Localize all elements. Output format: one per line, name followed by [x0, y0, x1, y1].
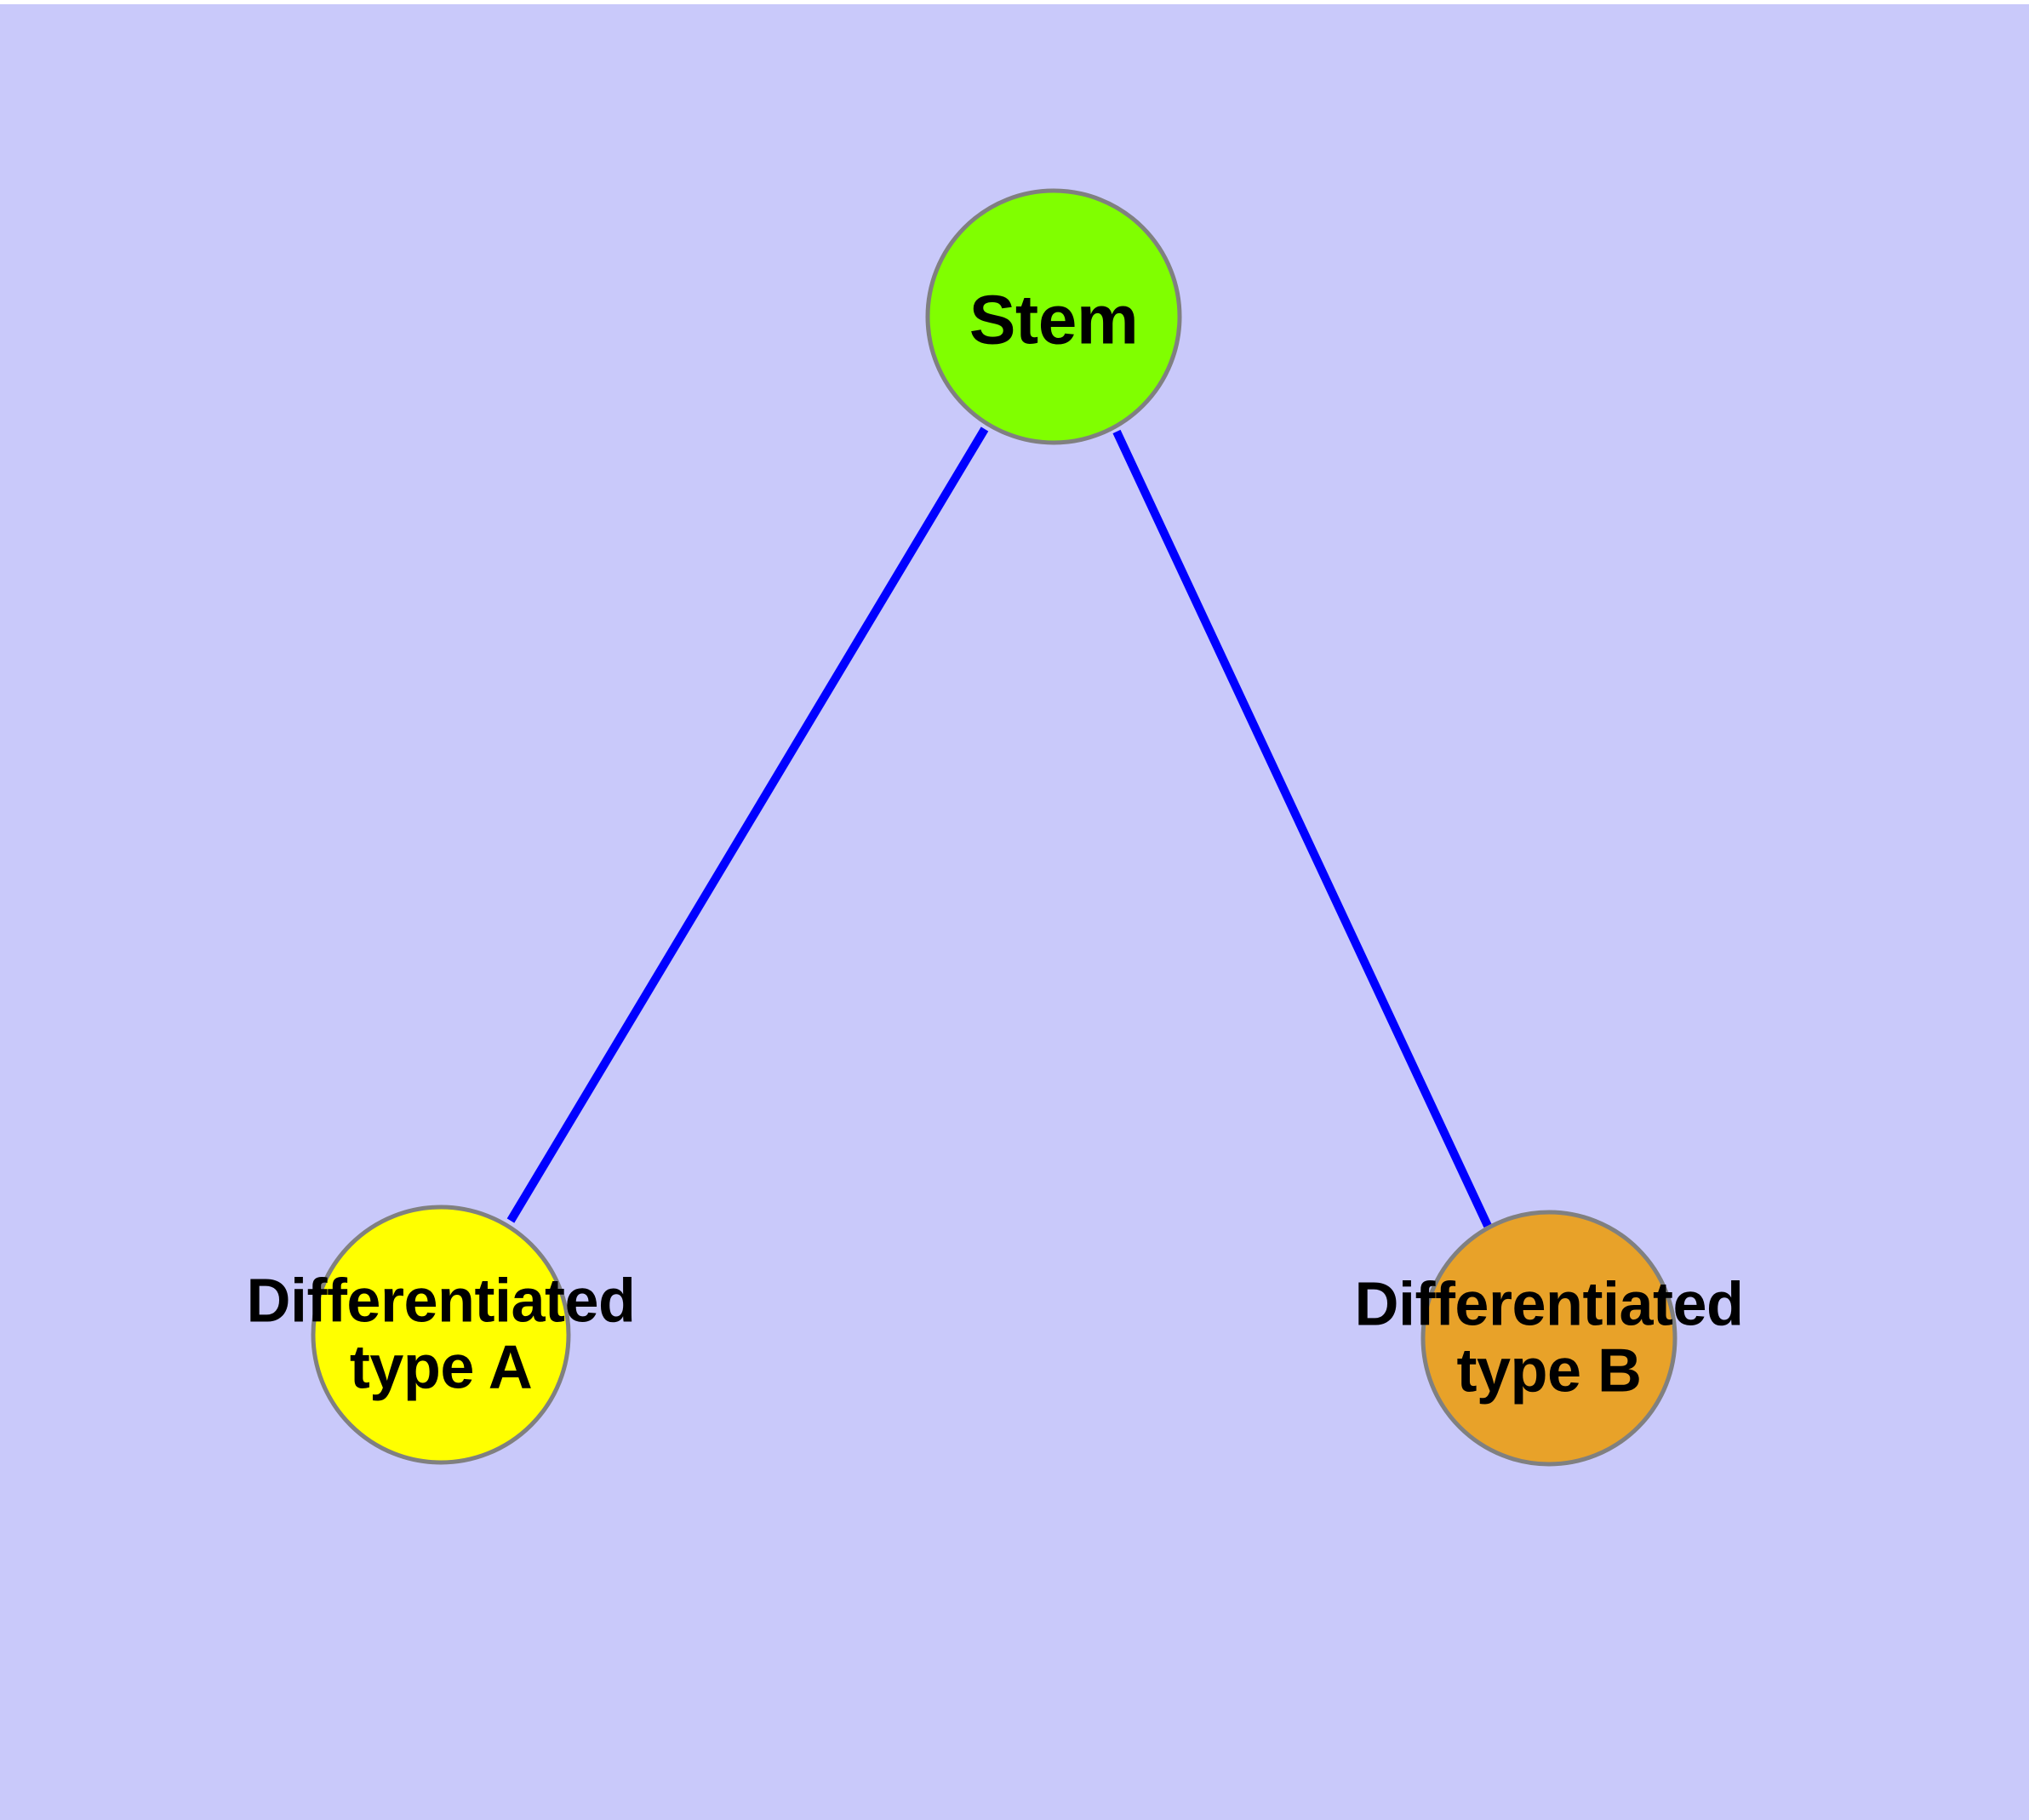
node-layer: [311, 188, 1677, 1467]
edge-stem-to-differentiated-type-b[interactable]: [1112, 429, 1492, 1228]
edge-layer: [506, 426, 1492, 1228]
node-circle-differentiated-type-b[interactable]: [1420, 1210, 1677, 1467]
node-circle-differentiated-type-a[interactable]: [311, 1205, 571, 1465]
edge-stem-to-differentiated-type-a[interactable]: [506, 426, 989, 1223]
node-circle-stem[interactable]: [925, 188, 1182, 445]
